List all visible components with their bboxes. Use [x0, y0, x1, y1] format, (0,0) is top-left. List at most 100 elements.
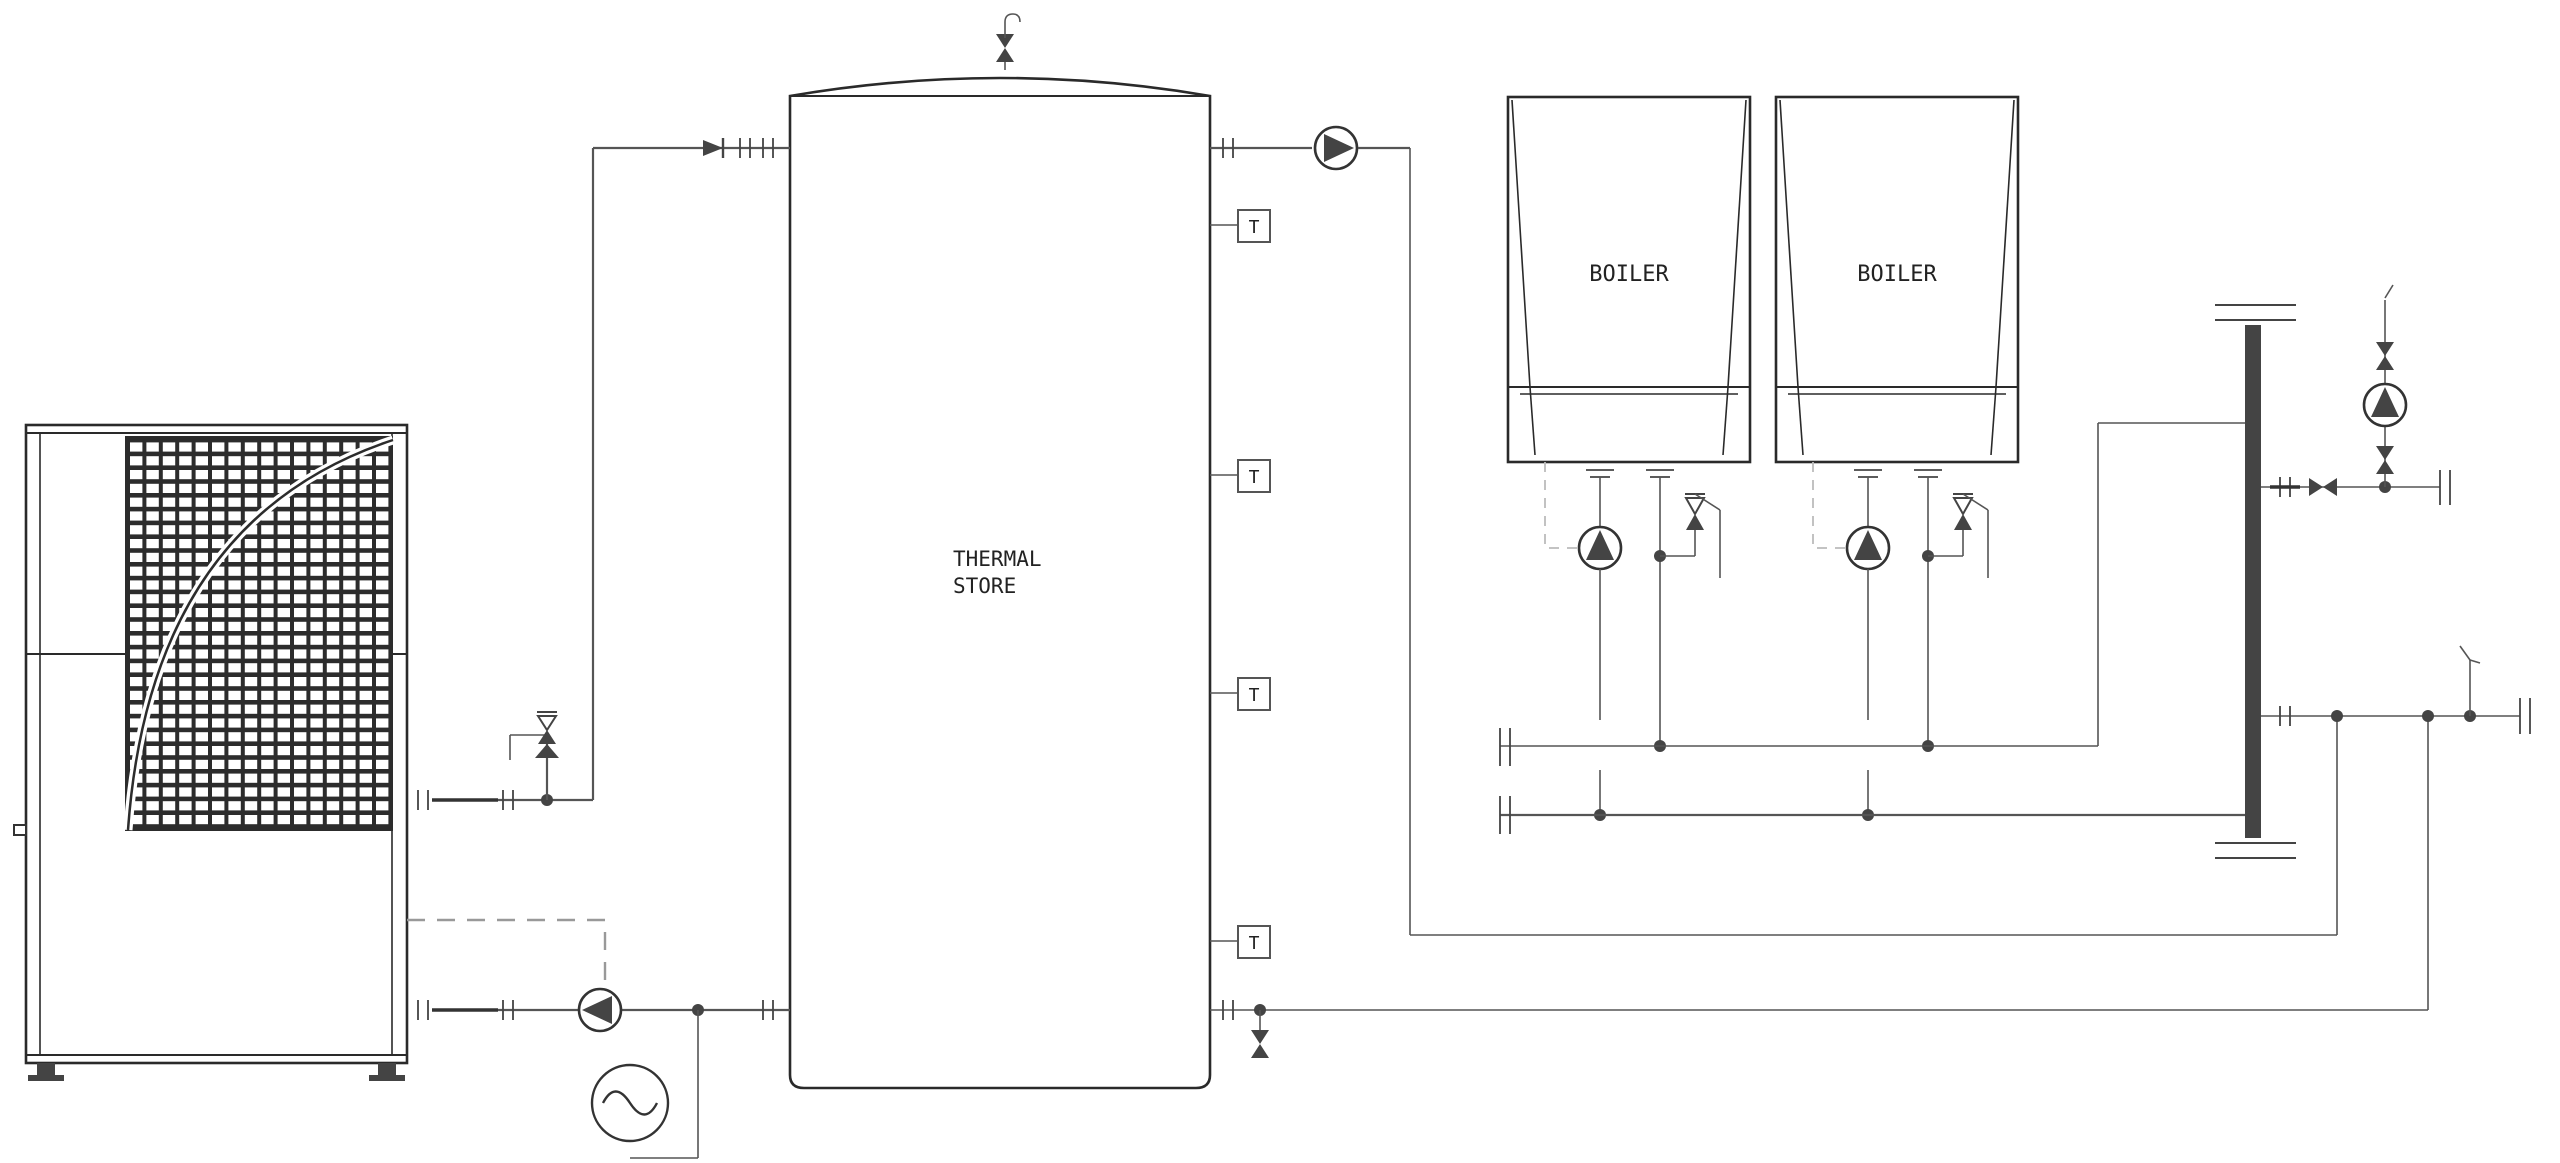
- grille-cell: [294, 787, 307, 797]
- grille-cell: [376, 497, 389, 507]
- grille-cell: [195, 483, 208, 493]
- grille-cell: [130, 580, 143, 590]
- sensor-label: T: [1249, 467, 1260, 488]
- pump-icon: [1845, 525, 1891, 571]
- grille-cell: [195, 470, 208, 480]
- grille-cell: [244, 456, 258, 466]
- grille-cell: [146, 594, 159, 604]
- grille-cell: [310, 649, 323, 659]
- grille-cell: [212, 539, 225, 549]
- grille-cell: [310, 442, 323, 452]
- grille-cell: [228, 608, 241, 618]
- grille-cell: [130, 456, 143, 466]
- grille-cell: [212, 525, 225, 535]
- grille-cell: [228, 566, 241, 576]
- grille-cell: [179, 511, 192, 521]
- grille-cell: [310, 690, 323, 700]
- grille-cell: [228, 801, 241, 811]
- grille-cell: [343, 718, 356, 728]
- grille-cell: [162, 690, 176, 700]
- grille-cell: [261, 773, 274, 783]
- grille-cell: [130, 442, 143, 452]
- grille-cell: [326, 690, 340, 700]
- grille-cell: [277, 773, 290, 783]
- grille-cell: [277, 704, 290, 714]
- grille-cell: [261, 608, 274, 618]
- grille-cell: [277, 566, 290, 576]
- grille-cell: [146, 718, 159, 728]
- grille-cell: [310, 773, 323, 783]
- grille-cell: [212, 566, 225, 576]
- grille-cell: [228, 787, 241, 797]
- grille-cell: [294, 525, 307, 535]
- grille-cell: [294, 635, 307, 645]
- grille-cell: [244, 732, 258, 742]
- grille-cell: [179, 539, 192, 549]
- grille-cell: [162, 608, 176, 618]
- grille-cell: [179, 483, 192, 493]
- grille-cell: [261, 552, 274, 562]
- grille-cell: [261, 594, 274, 604]
- grille-cell: [310, 539, 323, 549]
- grille-cell: [130, 635, 143, 645]
- grille-cell: [310, 566, 323, 576]
- grille-cell: [146, 663, 159, 673]
- grille-cell: [277, 594, 290, 604]
- grille-cell: [294, 718, 307, 728]
- grille-cell: [195, 594, 208, 604]
- manifold-header-icon: [2215, 304, 2296, 859]
- grille-cell: [146, 608, 159, 618]
- grille-cell: [146, 635, 159, 645]
- grille-cell: [179, 690, 192, 700]
- grille-cell: [261, 580, 274, 590]
- grille-cell: [326, 580, 340, 590]
- grille-cell: [212, 746, 225, 756]
- grille-cell: [146, 704, 159, 714]
- grille-cell: [294, 759, 307, 769]
- grille-cell: [261, 497, 274, 507]
- grille-cell: [294, 511, 307, 521]
- grille-cell: [359, 677, 372, 687]
- grille-cell: [195, 787, 208, 797]
- grille-cell: [326, 552, 340, 562]
- grille-cell: [343, 663, 356, 673]
- grille-cell: [359, 566, 372, 576]
- grille-cell: [244, 704, 258, 714]
- grille-cell: [146, 552, 159, 562]
- grille-cell: [294, 801, 307, 811]
- grille-cell: [376, 566, 389, 576]
- grille-cell: [359, 456, 372, 466]
- grille-cell: [179, 470, 192, 480]
- grille-cell: [277, 621, 290, 631]
- grille-cell: [376, 773, 389, 783]
- grille-cell: [195, 801, 208, 811]
- grille-cell: [326, 566, 340, 576]
- grille-cell: [146, 621, 159, 631]
- grille-cell: [277, 456, 290, 466]
- grille-cell: [195, 497, 208, 507]
- grille-cell: [359, 690, 372, 700]
- grille-cell: [359, 718, 372, 728]
- grille-cell: [130, 511, 143, 521]
- grille-cell: [212, 594, 225, 604]
- grille-cell: [310, 483, 323, 493]
- grille-cell: [146, 497, 159, 507]
- grille-cell: [359, 483, 372, 493]
- grille-cell: [162, 746, 176, 756]
- grille-cell: [326, 773, 340, 783]
- grille-cell: [326, 718, 340, 728]
- grille-cell: [294, 594, 307, 604]
- grille-cell: [212, 663, 225, 673]
- grille-cell: [179, 773, 192, 783]
- grille-cell: [195, 649, 208, 659]
- grille-cell: [261, 787, 274, 797]
- grille-cell: [277, 815, 290, 825]
- grille-cell: [228, 483, 241, 493]
- grille-cell: [244, 773, 258, 783]
- grille-cell: [310, 801, 323, 811]
- grille-cell: [261, 566, 274, 576]
- grille-cell: [359, 801, 372, 811]
- grille-cell: [310, 580, 323, 590]
- grille-cell: [359, 773, 372, 783]
- grille-cell: [195, 456, 208, 466]
